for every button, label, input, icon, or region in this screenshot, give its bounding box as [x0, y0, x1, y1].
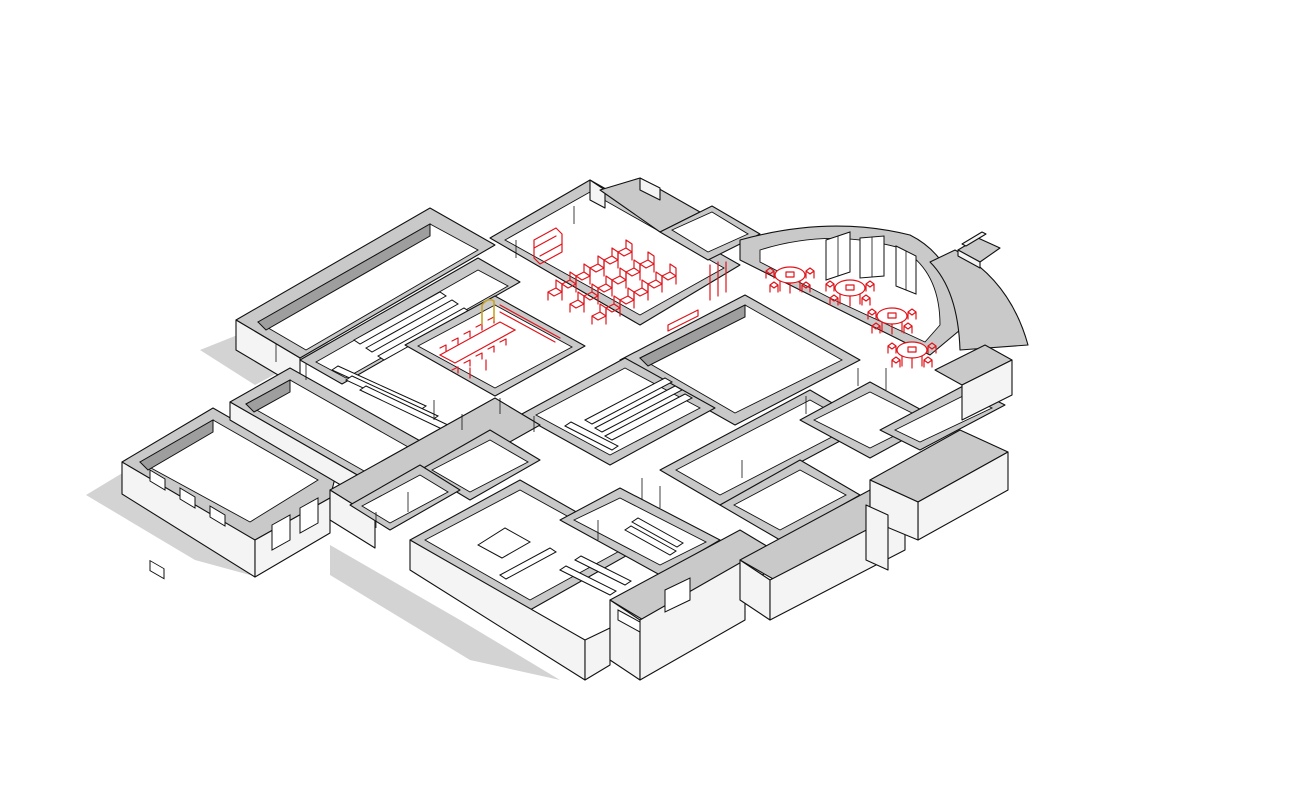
round-table [765, 266, 815, 294]
table-chair [805, 267, 815, 279]
middle-west-rooms[interactable] [229, 367, 441, 509]
table-chair [907, 308, 917, 320]
table-chair [871, 322, 881, 334]
table-chair [829, 294, 839, 306]
conference-room[interactable] [404, 295, 586, 397]
classroom[interactable] [489, 179, 741, 332]
rotunda-room[interactable] [739, 225, 1029, 369]
table-chair [867, 308, 877, 320]
classroom-chair [591, 303, 607, 325]
partition-red [709, 261, 727, 301]
table-chair [887, 342, 897, 354]
book-shelves-south [499, 547, 632, 596]
west-wing-windows [149, 469, 319, 580]
bookcases-rotunda [825, 231, 917, 295]
desk-south [477, 527, 532, 559]
classroom-chair [639, 251, 655, 273]
south-east-wing[interactable] [865, 344, 1013, 571]
round-tables [765, 266, 937, 369]
north-west-block[interactable] [235, 207, 496, 389]
table-chair [927, 342, 937, 354]
table-chair [865, 280, 875, 292]
table-chair [825, 280, 835, 292]
classroom-whiteboard [667, 309, 699, 332]
bookcase-red [533, 227, 563, 265]
book-shelves-center [564, 377, 694, 451]
table-chair [769, 281, 779, 293]
round-table [825, 279, 875, 307]
classroom-chair [617, 239, 633, 261]
windows-south [617, 577, 691, 633]
conference-table [438, 304, 561, 379]
interior-doors [275, 206, 887, 540]
classroom-chair [569, 291, 585, 313]
north-entry[interactable] [599, 177, 761, 261]
central-stacks[interactable] [519, 357, 716, 466]
south-block[interactable] [409, 479, 641, 681]
table-chair [891, 356, 901, 368]
table-chair [765, 267, 775, 279]
south-west-rooms[interactable] [329, 397, 541, 549]
table-chair [923, 356, 933, 368]
stacks-room[interactable] [299, 257, 521, 431]
conference-chairs [439, 316, 507, 379]
table-chair [903, 322, 913, 334]
door-highlight[interactable] [481, 298, 495, 325]
table-chair [861, 294, 871, 306]
classroom-chair [547, 279, 563, 301]
book-shelves-sc [624, 517, 684, 556]
exterior-steps [957, 231, 1001, 269]
round-table [887, 341, 937, 369]
table-chair [801, 281, 811, 293]
classroom-chairs [547, 239, 677, 325]
south-center-rooms[interactable] [559, 487, 791, 681]
classroom-chair [661, 263, 677, 285]
round-table [867, 307, 917, 335]
west-wing[interactable] [121, 407, 336, 580]
book-shelves-left [330, 291, 471, 431]
